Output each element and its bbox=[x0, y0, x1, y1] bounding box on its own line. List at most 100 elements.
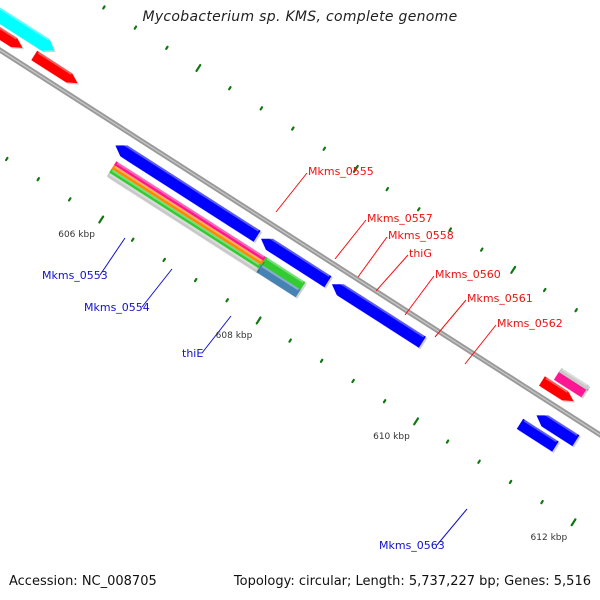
gene-label[interactable]: thiG bbox=[409, 247, 432, 260]
gene-label[interactable]: Mkms_0557 bbox=[367, 212, 433, 225]
leader-line bbox=[464, 324, 497, 365]
minor-tick bbox=[67, 197, 72, 202]
gene-label[interactable]: Mkms_0561 bbox=[467, 292, 533, 305]
gene-label[interactable]: Mkms_0555 bbox=[308, 165, 374, 178]
feature-highlight bbox=[114, 166, 262, 262]
feature-highlight bbox=[561, 368, 588, 387]
gene-arrow bbox=[115, 145, 261, 242]
minor-tick bbox=[288, 338, 292, 343]
minor-tick bbox=[477, 459, 481, 464]
feature-highlight bbox=[335, 279, 425, 338]
minor-tick bbox=[228, 86, 232, 91]
leader-line bbox=[334, 219, 367, 260]
leader-line bbox=[201, 315, 232, 354]
gene-label[interactable]: Mkms_0554 bbox=[84, 301, 150, 314]
minor-tick bbox=[382, 399, 387, 404]
tick-label: 608 kbp bbox=[216, 331, 253, 341]
feature-block bbox=[553, 370, 588, 398]
minor-tick bbox=[445, 439, 450, 444]
minor-tick bbox=[508, 479, 513, 485]
feature-highlight bbox=[119, 141, 260, 232]
gene-label[interactable]: Mkms_0558 bbox=[388, 229, 454, 242]
major-tick bbox=[98, 215, 105, 224]
gene-label[interactable]: Mkms_0560 bbox=[435, 268, 501, 281]
label-leader-lines bbox=[99, 172, 497, 546]
genome-stats-text: Topology: circular; Length: 5,737,227 bp… bbox=[233, 574, 591, 589]
leader-line bbox=[99, 237, 126, 276]
leader-line bbox=[275, 172, 308, 213]
minor-tick bbox=[540, 499, 544, 505]
minor-tick bbox=[542, 287, 547, 293]
leader-line bbox=[357, 236, 388, 278]
feature-highlight bbox=[265, 234, 330, 277]
gene-arrow bbox=[0, 26, 23, 48]
accession-text: Accession: NC_008705 bbox=[9, 574, 157, 589]
gene-arrow bbox=[516, 418, 559, 452]
minor-tick bbox=[133, 25, 138, 30]
feature-block bbox=[111, 165, 264, 265]
feature-block bbox=[256, 264, 301, 298]
minor-tick bbox=[165, 45, 169, 50]
minor-tick bbox=[4, 156, 9, 162]
feature-block bbox=[113, 161, 266, 261]
feature-highlight bbox=[0, 26, 18, 40]
tick-label: 612 kbp bbox=[531, 533, 568, 543]
minor-tick bbox=[259, 106, 264, 111]
minor-tick bbox=[130, 237, 135, 242]
feature-highlight bbox=[523, 419, 558, 443]
minor-tick bbox=[319, 358, 324, 363]
gene-label[interactable]: thiE bbox=[182, 347, 203, 360]
gene-arrow bbox=[331, 284, 426, 348]
major-tick bbox=[570, 518, 577, 527]
feature-highlight bbox=[0, 7, 50, 41]
leader-line bbox=[436, 508, 468, 546]
gene-label[interactable]: Mkms_0553 bbox=[42, 269, 108, 282]
feature-block bbox=[558, 367, 589, 390]
major-tick bbox=[255, 316, 262, 325]
feature-highlight bbox=[266, 257, 304, 283]
feature-highlight bbox=[545, 377, 569, 393]
minor-tick bbox=[351, 378, 355, 384]
feature-block bbox=[0, 7, 55, 51]
gene-arrow bbox=[536, 415, 580, 447]
major-tick bbox=[510, 265, 517, 274]
feature-block bbox=[261, 256, 306, 290]
feature-block bbox=[106, 172, 259, 273]
minor-tick bbox=[162, 257, 166, 263]
minor-tick bbox=[102, 5, 106, 10]
map-title: Mycobacterium sp. KMS, complete genome bbox=[142, 9, 458, 25]
leader-line bbox=[141, 268, 173, 308]
gene-label[interactable]: Mkms_0562 bbox=[497, 317, 563, 330]
minor-tick bbox=[385, 186, 390, 192]
feature-highlight bbox=[116, 162, 265, 258]
minor-tick bbox=[193, 277, 198, 283]
minor-tick bbox=[322, 146, 327, 151]
minor-tick bbox=[36, 177, 41, 182]
minor-tick bbox=[448, 227, 453, 232]
gene-label[interactable]: Mkms_0563 bbox=[379, 539, 445, 552]
leader-line bbox=[375, 254, 409, 292]
feature-highlight bbox=[37, 51, 73, 75]
major-tick bbox=[195, 63, 202, 73]
leader-line bbox=[434, 299, 467, 338]
minor-tick bbox=[416, 207, 421, 212]
minor-tick bbox=[479, 247, 484, 252]
tick-label: 606 kbp bbox=[58, 230, 95, 240]
feature-highlight bbox=[540, 410, 578, 436]
minor-tick bbox=[291, 126, 295, 131]
gene-arrow bbox=[539, 376, 574, 402]
minor-tick bbox=[225, 298, 229, 303]
feature-highlight bbox=[112, 169, 260, 266]
gene-arrow bbox=[261, 238, 332, 288]
gene-arrow bbox=[31, 50, 78, 84]
major-tick bbox=[352, 164, 359, 173]
feature-block bbox=[109, 168, 262, 269]
